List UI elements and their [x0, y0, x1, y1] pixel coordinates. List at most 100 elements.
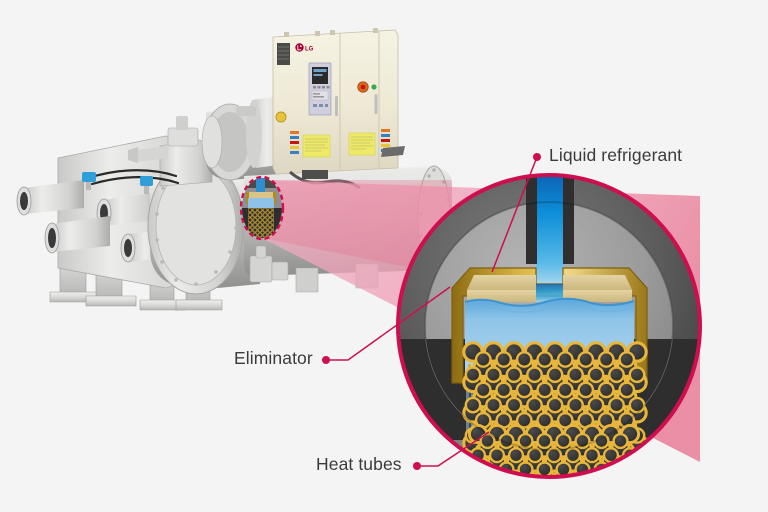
magnifier-ring [396, 173, 702, 479]
heat-tube [536, 381, 554, 399]
eliminator-media-right [563, 275, 632, 290]
hmi-readout [313, 69, 327, 76]
source-marker [239, 175, 285, 241]
leader-eliminator [326, 286, 451, 361]
heat-tube [608, 396, 625, 414]
heat-tube [526, 366, 543, 384]
heat-tube [515, 381, 533, 399]
heat-tube [628, 396, 646, 414]
heat-tube [587, 366, 605, 384]
heat-tube [577, 351, 595, 368]
alarm-lamp-yellow[interactable] [275, 111, 287, 123]
heat-tube [464, 396, 482, 414]
vent-grille [277, 43, 290, 65]
heat-tube [526, 396, 543, 414]
duct-wall-right [563, 176, 574, 264]
heat-tube [597, 381, 615, 399]
callout-dots [322, 153, 541, 470]
dot-liquid-refrigerant [533, 153, 541, 161]
dot-eliminator [322, 356, 330, 364]
hmi-buttons[interactable] [313, 86, 330, 89]
heat-tube [546, 366, 564, 384]
callout-label-liquid-refrigerant: Liquid refrigerant [549, 145, 683, 165]
compressor-inlet [201, 115, 223, 169]
heat-tube [567, 396, 584, 414]
heat-tube [556, 381, 574, 399]
heat-tube [577, 381, 595, 399]
heat-tube [628, 366, 646, 384]
lifting-eyes [284, 28, 378, 37]
heat-tube [618, 351, 636, 368]
heat-tube [495, 381, 513, 399]
source-marker-ring [239, 175, 285, 241]
heat-tube [546, 396, 564, 414]
cable-conduits [86, 169, 180, 186]
heat-tube [555, 461, 572, 476]
heat-tube [505, 396, 523, 414]
heat-tube [515, 351, 533, 368]
heat-tube [515, 411, 533, 429]
heat-tube [556, 411, 574, 429]
heat-tube [495, 351, 513, 368]
heat-tube [597, 351, 615, 368]
heat-tube [567, 366, 584, 384]
condenser-top-vent [381, 146, 405, 157]
heat-tube [583, 447, 601, 464]
heat-tube [488, 447, 506, 464]
heat-tube-bundle [462, 341, 648, 476]
heat-tube [555, 432, 572, 450]
heat-tube [536, 411, 554, 429]
heat-tube [505, 366, 523, 384]
duct-wall-left [526, 176, 537, 264]
status-lamp-green [371, 84, 377, 90]
heat-tube [593, 432, 610, 450]
control-panel-cabinet: LG [272, 28, 399, 175]
heat-tube [618, 381, 636, 399]
leader-liquid-refrigerant [491, 156, 538, 273]
heat-tube [507, 447, 525, 464]
heat-tube [479, 432, 496, 450]
heat-tube [464, 366, 482, 384]
heat-tube [517, 432, 534, 450]
heat-tube [536, 432, 553, 450]
heat-tube [587, 396, 605, 414]
heat-tube [556, 351, 574, 368]
indicator-sticker-column-left [290, 131, 299, 154]
heat-tube [526, 447, 544, 464]
heat-tube [545, 447, 563, 464]
heat-tube [564, 447, 582, 464]
door-handle-right[interactable] [374, 94, 378, 114]
sensor-stem-2 [144, 186, 149, 194]
spec-label-left [302, 134, 331, 158]
refrigerant-inlet-duct [536, 176, 564, 284]
spec-label-right [348, 132, 376, 156]
conduit-box [302, 170, 328, 179]
heat-tube [536, 461, 553, 476]
pool-surface-wave [464, 297, 635, 307]
callout-leaders [326, 156, 538, 467]
heat-tube [498, 432, 515, 450]
sensor-box-2 [140, 176, 153, 186]
heat-tube [574, 432, 591, 450]
heat-tube [474, 351, 492, 368]
eliminator-media-left [467, 275, 536, 290]
heat-tube [485, 366, 502, 384]
sensor-stem-1 [86, 182, 91, 190]
svg-text:LG: LG [305, 47, 314, 53]
leader-heat-tubes [417, 431, 490, 467]
dot-heat-tubes [413, 462, 421, 470]
lg-logo: LG [295, 43, 314, 53]
heat-tube [474, 381, 492, 399]
heat-tube [536, 351, 554, 368]
callout-label-heat-tubes: Heat tubes [316, 454, 402, 474]
heat-tube [608, 366, 625, 384]
magnifier-lens [396, 173, 702, 479]
cone-tint-over-machine [262, 180, 452, 276]
door-handle-left[interactable] [335, 96, 338, 116]
pool-surface-wave-2 [464, 305, 635, 313]
sensor-box-1 [82, 172, 96, 182]
heat-tube [485, 396, 502, 414]
drain-valve-assembly [249, 245, 289, 283]
callout-label-eliminator: Eliminator [234, 348, 313, 368]
